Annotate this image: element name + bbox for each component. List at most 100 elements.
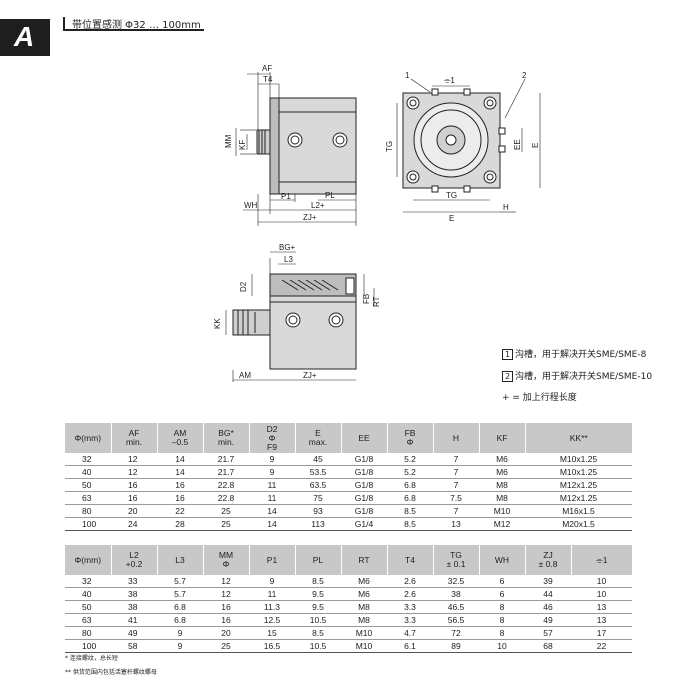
table-cell: 16 — [157, 478, 203, 492]
table-cell: 49 — [111, 626, 157, 640]
table-cell: 7.5 — [433, 491, 479, 505]
table-cell: 6 — [479, 575, 525, 588]
header-line: AM — [173, 428, 187, 438]
header-line: Φ(mm) — [74, 554, 102, 565]
header-line: ZJ — [543, 550, 553, 560]
header-line: BG* — [218, 428, 234, 438]
table-header-cell: WH — [478, 545, 525, 575]
table-cell: 46.5 — [433, 600, 479, 614]
legend-plus-note: + = 加上行程长度 — [502, 393, 577, 403]
label-zj: ZJ+ — [303, 213, 317, 222]
table-cell: 89 — [433, 639, 479, 653]
table-cell: 13 — [433, 517, 479, 531]
table-cell: 9.5 — [295, 600, 341, 614]
header-line: –0.5 — [171, 437, 189, 447]
table-cell: G1/8 — [341, 453, 387, 466]
table-cell: 6.8 — [387, 491, 433, 505]
table-cell: 57 — [525, 626, 571, 640]
table-cell: 6.8 — [387, 478, 433, 492]
table-cell: M8 — [341, 613, 387, 627]
table-cell: 14 — [157, 465, 203, 479]
table-cell: 10.5 — [295, 613, 341, 627]
table-cell: 17 — [571, 626, 632, 640]
header-line: E — [315, 428, 321, 438]
table-cell: 8 — [479, 626, 525, 640]
table-header-cell: PL — [294, 545, 341, 575]
header-line: WH — [494, 554, 510, 565]
table-cell: 14 — [249, 517, 295, 531]
header-line: FB — [404, 428, 416, 438]
table-cell: M10x1.25 — [525, 453, 632, 466]
legend-text-1: 沟槽，用于解决开关SME/SME-8 — [515, 350, 647, 360]
table-cell: 6.8 — [157, 600, 203, 614]
table-cell: 68 — [525, 639, 571, 653]
label-callout-1: 1 — [405, 71, 410, 80]
table-cell: 4.7 — [387, 626, 433, 640]
header-line: min. — [125, 437, 143, 447]
table-header-cell: Φ(mm) — [65, 545, 111, 575]
table-cell: 16 — [203, 613, 249, 627]
table-cell: 10.5 — [295, 639, 341, 653]
table-cell: 20 — [203, 626, 249, 640]
table-cell: 9 — [249, 575, 295, 588]
table-cell: 80 — [65, 626, 111, 640]
table-cell: 12 — [111, 453, 157, 466]
table-cell: 93 — [295, 504, 341, 518]
label-tg-vertical: TG — [385, 141, 394, 152]
table-cell: 24 — [111, 517, 157, 531]
label-wh: WH — [244, 201, 258, 210]
header-line: Φ(mm) — [74, 432, 102, 443]
table-cell: M6 — [479, 465, 525, 479]
table-cell: 100 — [65, 639, 111, 653]
table-cell: 2.6 — [387, 575, 433, 588]
table-cell: 50 — [65, 478, 111, 492]
table-cell: M6 — [479, 453, 525, 466]
table-header-cell: EE — [340, 423, 387, 453]
table-cell: 7 — [433, 465, 479, 479]
table-cell: 40 — [65, 587, 111, 601]
table-cell: 9 — [249, 465, 295, 479]
label-slot-width: ⌯1 — [444, 76, 455, 85]
table-cell: M8 — [341, 600, 387, 614]
section-title: 带位置感测 Φ32 … 100mm — [63, 17, 204, 31]
table-cell: 32.5 — [433, 575, 479, 588]
legend-text-2: 沟槽，用于解决开关SME/SME-10 — [515, 372, 653, 382]
table-cell: G1/8 — [341, 504, 387, 518]
table-cell: 8.5 — [387, 504, 433, 518]
header-line: max. — [308, 437, 328, 447]
table-cell: 5.2 — [387, 453, 433, 466]
table-header-cell: P1 — [248, 545, 295, 575]
table-cell: M8 — [479, 478, 525, 492]
table-cell: 53.5 — [295, 465, 341, 479]
table-cell: 58 — [111, 639, 157, 653]
header-line: PL — [312, 554, 324, 565]
table-cell: 9 — [157, 626, 203, 640]
table-cell: 41 — [111, 613, 157, 627]
table-cell: 9.5 — [295, 587, 341, 601]
table-cell: M12x1.25 — [525, 478, 632, 492]
label-pl: PL — [325, 191, 335, 200]
front-view — [235, 72, 357, 226]
table-header-cell: TG± 0.1 — [432, 545, 479, 575]
label-e-vertical: E — [531, 143, 540, 148]
label-d2: D2 — [239, 281, 248, 292]
table-cell: 113 — [295, 517, 341, 531]
table-cell: 22 — [157, 504, 203, 518]
header-line: Φ — [222, 559, 230, 569]
table-cell: 5.7 — [157, 575, 203, 588]
table-cell: 40 — [65, 465, 111, 479]
table-header-cell: ZJ± 0.8 — [524, 545, 571, 575]
header-line: Φ — [406, 437, 414, 447]
table-cell: 44 — [525, 587, 571, 601]
table-cell: 8 — [479, 600, 525, 614]
table-cell: 7 — [433, 504, 479, 518]
table-cell: 2.6 — [387, 587, 433, 601]
